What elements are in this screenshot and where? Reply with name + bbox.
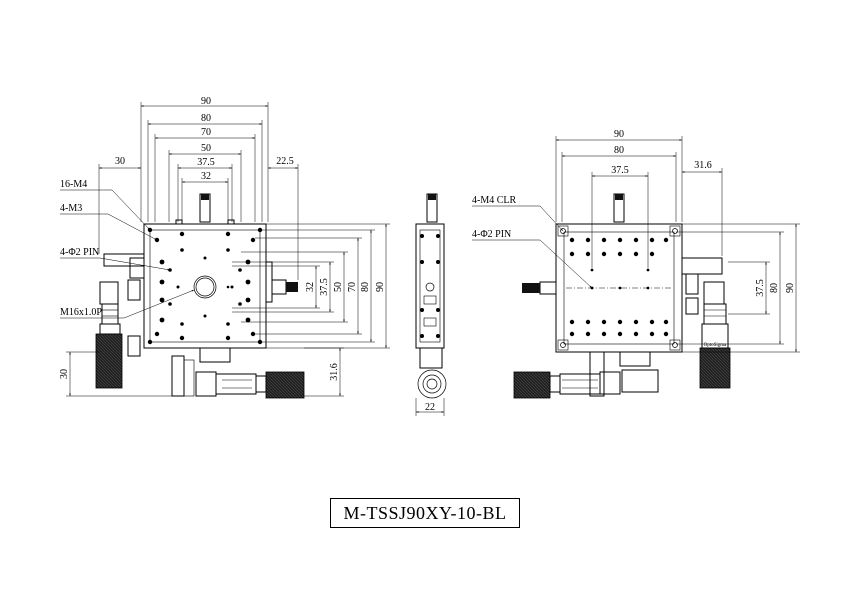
dim-front-v-37-5: 37.5 [319,278,330,296]
dim-front-left-30: 30 [115,156,125,167]
callout-4-pin: 4-Φ2 PIN [60,247,99,258]
dim-front-v-70: 70 [347,282,358,292]
rear-view: OptoSigma [513,136,731,399]
dim-front-80: 80 [201,113,211,124]
dim-rear-v-80: 80 [769,283,780,293]
dim-front-70: 70 [201,127,211,138]
stage-plate-inner [149,229,261,343]
dim-front-bottom-31-6: 31.6 [329,363,340,381]
front-view: 90 80 70 50 37.5 32 30 22.5 [59,96,390,399]
micrometer-brand: OptoSigma [704,343,728,348]
dim-rear-31-6: 31.6 [694,160,712,171]
dim-front-v-32: 32 [305,282,316,292]
callout-4-m4-clr: 4-M4 CLR [472,195,517,206]
model-title: M-TSSJ90XY-10-BL [343,502,507,523]
model-title-box: M-TSSJ90XY-10-BL [330,498,520,528]
mounting-holes [147,227,263,345]
front-right-dims [232,223,390,349]
dim-front-37-5: 37.5 [197,157,215,168]
bottom-micrometer [171,347,305,399]
stage-plate [143,223,267,349]
callout-m16: M16x1.0P [60,307,102,318]
center-hole [193,275,217,299]
dim-rear-90: 90 [614,129,624,140]
dim-front-v-50: 50 [333,282,344,292]
dim-rear-v-37-5: 37.5 [755,279,766,297]
dim-front-v-80: 80 [360,282,371,292]
dim-front-bottom-30: 30 [59,369,70,379]
dim-front-right-22-5: 22.5 [276,156,294,167]
dim-side-22: 22 [425,402,435,413]
side-view [415,193,447,416]
rear-right-micrometer [681,257,731,389]
left-micrometer [95,253,145,389]
dim-front-50: 50 [201,143,211,154]
callout-4-m3: 4-M3 [60,203,82,214]
dim-rear-80: 80 [614,145,624,156]
dim-front-32: 32 [201,171,211,182]
dim-rear-37-5: 37.5 [611,165,629,176]
callout-rear-4-pin: 4-Φ2 PIN [472,229,511,240]
rear-bottom-micrometer [513,351,659,399]
dim-front-v-90: 90 [375,282,386,292]
rear-holes [569,237,669,337]
rear-right-dims [676,223,800,353]
callout-16-m4: 16-M4 [60,179,87,190]
rear-callouts [472,205,593,289]
front-top-dims [140,102,269,222]
dim-front-90: 90 [201,96,211,107]
front-callouts [60,189,195,319]
dim-rear-v-90: 90 [785,283,796,293]
